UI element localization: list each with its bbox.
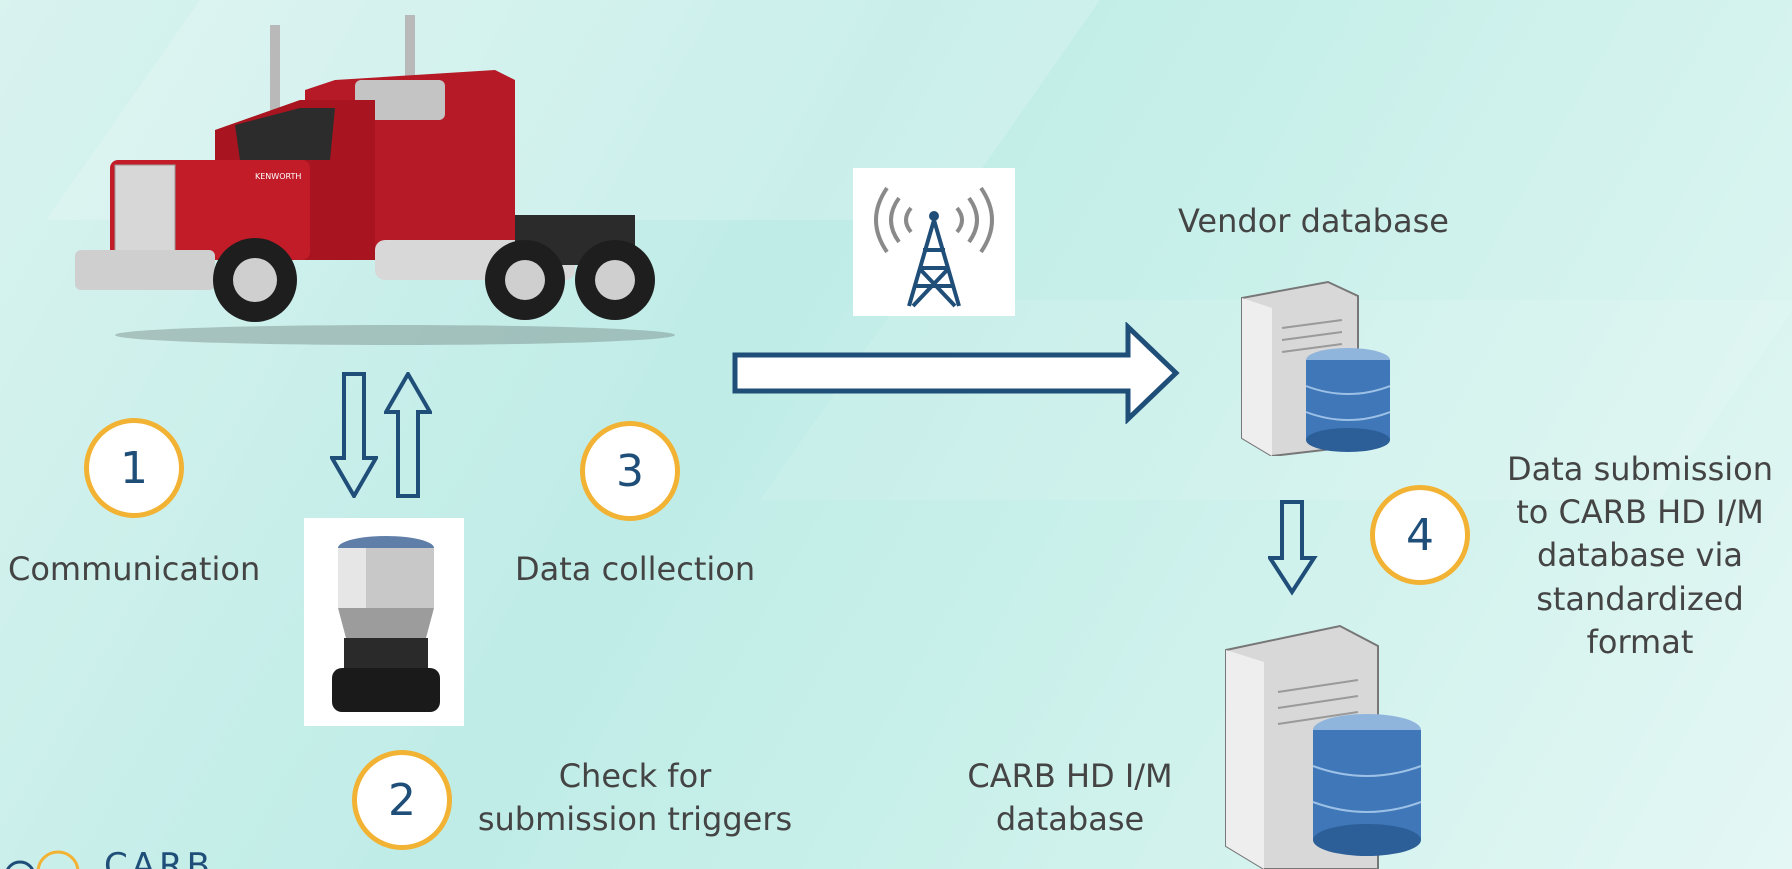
vendor-database-label: Vendor database — [1178, 202, 1449, 240]
carb-logo-text: CARB — [104, 850, 214, 869]
carb-server-database-icon — [1222, 622, 1422, 869]
step-2-badge: 2 — [352, 750, 452, 850]
step-3-label: Data collection — [515, 550, 756, 588]
carb-logo: CARB — [0, 850, 260, 869]
vendor-server-database-icon — [1238, 278, 1390, 456]
arrow-up-icon — [384, 372, 432, 498]
carb-database-label: CARB HD I/M database — [967, 757, 1173, 839]
semi-truck-image: KENWORTH — [75, 10, 675, 350]
step-1-badge: 1 — [84, 418, 184, 518]
truck-badge: KENWORTH — [255, 172, 302, 181]
step-4-label: Data submission to CARB HD I/M database … — [1507, 450, 1773, 661]
arrow-down-icon — [1268, 500, 1318, 596]
step-4-badge: 4 — [1370, 485, 1470, 585]
step-2-label: Check for submission triggers — [477, 757, 793, 839]
arrow-right-icon — [732, 322, 1180, 424]
step-3-badge: 3 — [580, 421, 680, 521]
cell-tower-icon — [853, 168, 1015, 316]
arrow-down-icon — [330, 372, 378, 498]
step-1-label: Communication — [8, 550, 261, 588]
obd-device-image — [304, 518, 464, 726]
